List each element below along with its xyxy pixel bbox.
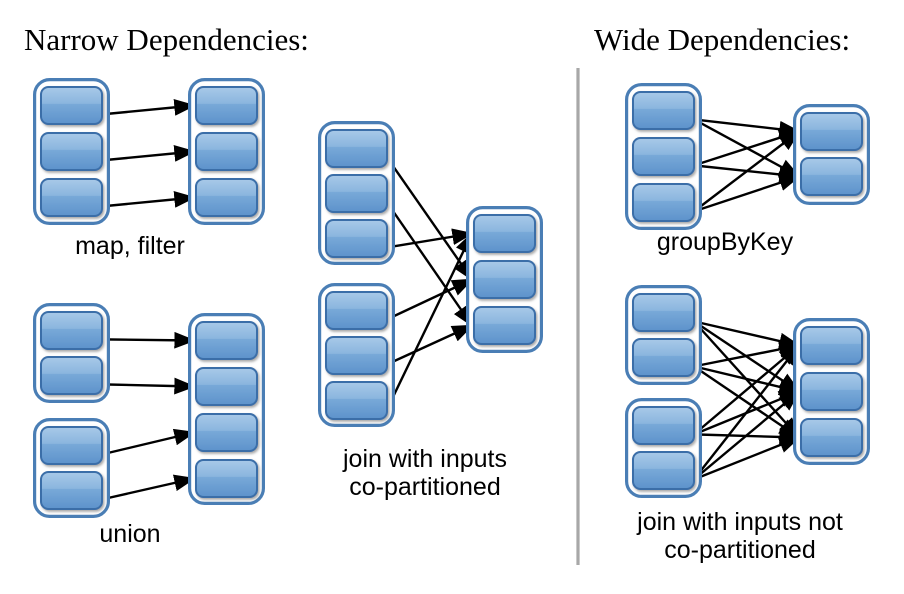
- dependency-arrow: [101, 428, 196, 456]
- dependency-arrow: [101, 145, 196, 162]
- dependency-arrow: [101, 191, 196, 208]
- partition-box: [40, 178, 103, 217]
- partition-container-map-filter-tgt-0: [188, 77, 266, 226]
- dependency-arrow: [101, 331, 196, 349]
- partition-box: [325, 219, 388, 258]
- partition-container-group-by-key-tgt-0: [792, 103, 870, 206]
- dependency-arrow: [386, 278, 474, 321]
- dependency-arrow: [693, 320, 801, 350]
- dependency-arrow: [693, 390, 801, 481]
- partition-box: [632, 338, 695, 377]
- dependency-arrows-layer: [101, 99, 801, 501]
- partition-container-group-by-key-src-0: [624, 82, 702, 231]
- partition-box: [800, 372, 863, 411]
- partition-container-join-not-co-partitioned-tgt-0: [792, 318, 870, 466]
- dependency-arrow: [385, 231, 474, 410]
- dependency-arrow: [386, 156, 474, 282]
- partition-container-join-not-co-partitioned-src-0: [624, 285, 702, 386]
- partition-box: [632, 91, 695, 130]
- partition-box: [325, 336, 388, 375]
- rdd-container: [188, 313, 266, 506]
- partition-box: [40, 86, 103, 125]
- dependency-arrow: [693, 174, 801, 213]
- partition-box: [632, 137, 695, 176]
- caption-group-by-key: groupByKey: [605, 228, 845, 256]
- caption-map-filter: map, filter: [30, 232, 230, 260]
- dependency-arrow: [693, 365, 801, 439]
- caption-line: co-partitioned: [349, 473, 501, 501]
- partition-container-join-co-partitioned-src-0: [318, 120, 396, 266]
- partition-box: [800, 112, 863, 151]
- partition-box: [195, 132, 258, 171]
- dependency-arrow: [101, 474, 196, 501]
- partition-container-join-co-partitioned-src-1: [318, 283, 396, 428]
- partition-box: [632, 183, 695, 222]
- caption-line: join with inputs not: [637, 508, 843, 536]
- dependency-arrow: [693, 365, 801, 396]
- caption-line: join with inputs: [343, 445, 507, 473]
- partition-box: [325, 129, 388, 168]
- partition-box: [325, 291, 388, 330]
- partition-box: [800, 326, 863, 365]
- partition-box: [40, 132, 103, 171]
- partition-box: [800, 418, 863, 457]
- dependency-arrow: [386, 201, 474, 328]
- dependency-arrow: [101, 99, 196, 116]
- partition-container-union-tgt-0: [188, 313, 266, 506]
- partition-box: [632, 293, 695, 332]
- caption-line: union: [99, 520, 161, 548]
- partition-container-map-filter-src-0: [32, 77, 111, 226]
- partition-box: [40, 426, 103, 465]
- partition-box: [473, 306, 536, 345]
- partition-box: [325, 381, 388, 420]
- dependency-arrow: [693, 130, 801, 213]
- partition-box: [195, 459, 258, 498]
- partition-container-join-co-partitioned-tgt-0: [466, 206, 544, 354]
- dependency-arrow: [693, 343, 801, 481]
- caption-line: map, filter: [75, 232, 185, 260]
- caption-line: groupByKey: [656, 228, 794, 256]
- partition-container-union-src-1: [32, 418, 111, 519]
- dependency-arrow: [693, 341, 801, 368]
- caption-line: co-partitioned: [664, 536, 816, 564]
- dependency-arrow: [101, 377, 196, 395]
- caption-union: union: [30, 520, 230, 548]
- dependency-arrow: [693, 436, 801, 481]
- partition-box: [40, 311, 103, 350]
- partition-box: [195, 321, 258, 360]
- dependency-arrow: [386, 228, 474, 249]
- partition-box: [40, 471, 103, 510]
- partition-box: [40, 356, 103, 395]
- dependency-arrow: [693, 118, 801, 138]
- dependency-arrow: [386, 324, 474, 366]
- partition-box: [195, 86, 258, 125]
- narrow-dependencies-title: Narrow Dependencies:: [24, 22, 309, 57]
- partition-box: [195, 413, 258, 452]
- partition-box: [800, 157, 863, 196]
- partition-box: [632, 406, 695, 445]
- partition-box: [632, 451, 695, 490]
- partition-container-join-not-co-partitioned-src-1: [624, 398, 702, 499]
- partition-box: [195, 367, 258, 406]
- partition-box: [195, 178, 258, 217]
- partition-container-union-src-0: [32, 303, 111, 404]
- partition-box: [473, 260, 536, 299]
- partition-box: [473, 214, 536, 253]
- partition-nodes-layer: [32, 77, 870, 519]
- dependency-arrow: [693, 129, 801, 167]
- wide-dependencies-title: Wide Dependencies:: [594, 22, 851, 57]
- partition-box: [325, 174, 388, 213]
